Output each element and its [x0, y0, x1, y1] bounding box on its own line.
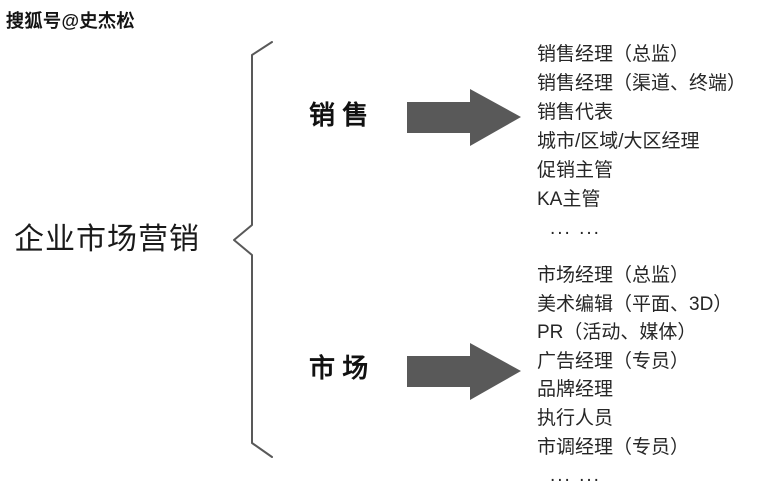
list-item: 市场经理（总监） [537, 265, 690, 286]
list-item: PR（活动、媒体） [537, 322, 697, 344]
left-curly-brace-icon [233, 41, 273, 458]
arrow-shape [407, 89, 521, 146]
list-item: 城市/区域/大区经理 [537, 131, 700, 152]
list-item-ellipsis: ... ... [550, 218, 601, 239]
right-arrow-icon-sales [407, 89, 521, 146]
arrow-shape [407, 343, 521, 400]
branch-label-market: 市 场 [309, 353, 369, 383]
list-item: 广告经理（专员） [537, 350, 690, 372]
list-item: KA主管 [537, 189, 601, 210]
branch-label-sales: 销 售 [309, 100, 369, 130]
brace-stroke [233, 41, 273, 458]
list-item: 促销主管 [537, 160, 614, 181]
watermark-text: 搜狐号@史杰松 [6, 11, 136, 31]
list-item: 销售代表 [537, 102, 614, 123]
market-role-list: 市场经理（总监） 美术编辑（平面、3D） PR（活动、媒体） 广告经理（专员） … [537, 262, 732, 491]
list-item-ellipsis: ... ... [550, 465, 601, 487]
list-item: 品牌经理 [537, 379, 614, 401]
list-item: 美术编辑（平面、3D） [537, 293, 733, 315]
list-item: 执行人员 [537, 407, 614, 429]
root-label: 企业市场营销 [14, 223, 200, 256]
list-item: 市调经理（专员） [537, 436, 690, 458]
right-arrow-icon-market [407, 343, 521, 400]
sales-role-list: 销售经理（总监） 销售经理（渠道、终端） 销售代表 城市/区域/大区经理 促销主… [537, 40, 746, 243]
list-item: 销售经理（总监） [537, 44, 690, 65]
list-item: 销售经理（渠道、终端） [537, 73, 747, 94]
